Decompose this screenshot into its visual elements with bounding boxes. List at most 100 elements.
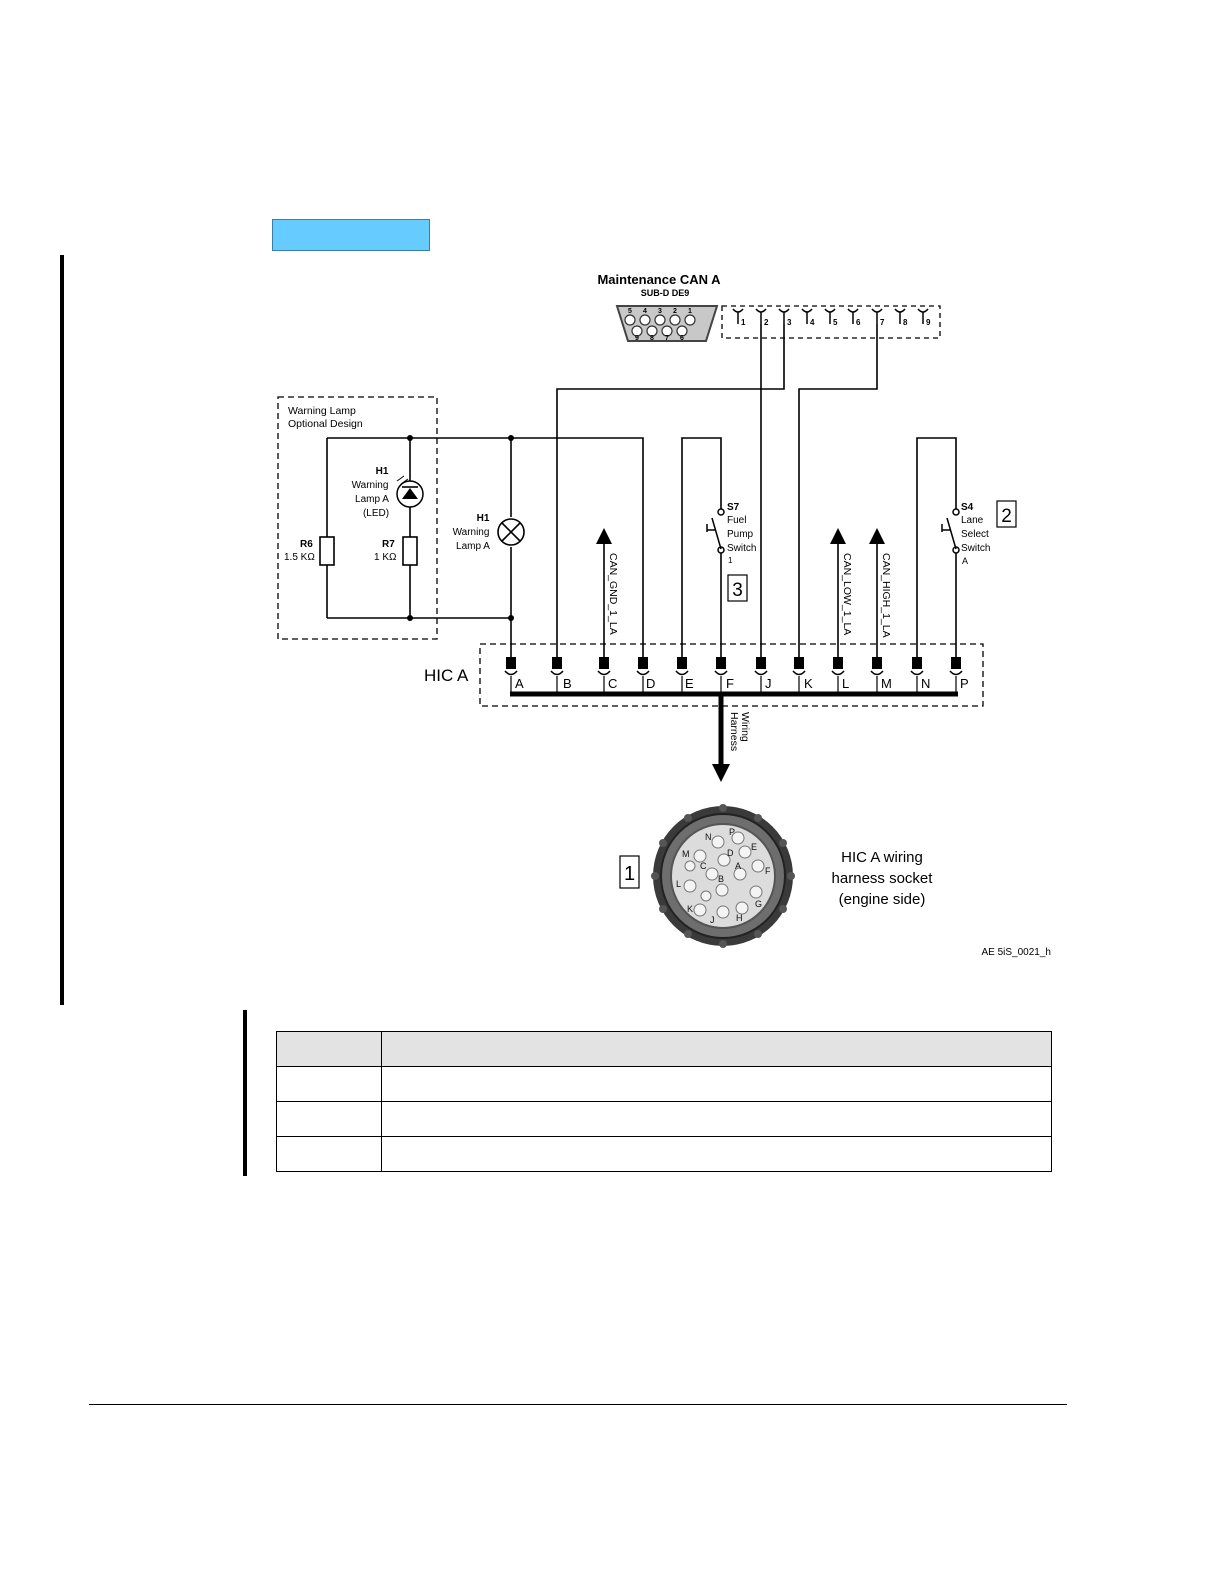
socket-pin-d: D <box>727 848 734 858</box>
sub-d-pin-3: 3 <box>658 308 662 315</box>
table-row <box>276 1136 1052 1172</box>
legend-table <box>276 1031 1052 1172</box>
legend-cell <box>381 1066 1052 1102</box>
sub-d-pin-6: 6 <box>680 335 684 342</box>
harness-label-line2: Harness <box>728 712 740 751</box>
de9-terminal-6: 6 <box>856 318 861 327</box>
socket-pin-p: P <box>729 827 735 837</box>
led-diode-icon <box>396 475 424 508</box>
hic-a-connector-box <box>479 643 984 707</box>
warning-lamp-box-title: Warning Lamp <box>288 405 356 417</box>
can-gnd-label: CAN_GND_1_LA <box>607 553 619 635</box>
socket-pin-l: L <box>676 879 681 889</box>
legend-cell <box>381 1136 1052 1172</box>
sub-d-pin-9: 9 <box>635 335 639 342</box>
s7-line2: Fuel <box>727 515 746 526</box>
socket-pin-k: K <box>687 904 693 914</box>
s4-line5: A <box>962 556 968 566</box>
de9-terminal-7: 7 <box>880 318 885 327</box>
hic-pin-k: K <box>804 676 813 691</box>
socket-pin-g: G <box>755 899 762 909</box>
sub-d-pin-4: 4 <box>643 308 647 315</box>
footer-rule <box>89 1404 1067 1405</box>
h1-led-line2: Warning <box>352 480 389 491</box>
socket-caption-line2: harness socket <box>832 870 934 887</box>
svg-text:1: 1 <box>624 863 635 885</box>
socket-caption-line3: (engine side) <box>839 891 926 908</box>
s7-line3: Pump <box>727 529 754 540</box>
s4-line2: Lane <box>961 515 984 526</box>
sub-d-pin-7: 7 <box>665 335 669 342</box>
sub-d-pin-1: 1 <box>688 308 692 315</box>
s7-line4: Switch <box>727 543 756 554</box>
svg-text:3: 3 <box>732 580 743 601</box>
r7-label: R7 <box>382 539 395 550</box>
hic-pin-e: E <box>685 676 694 691</box>
harness-label-line1: Wiring <box>739 712 751 742</box>
hic-socket-icon <box>651 804 795 948</box>
socket-pin-b: B <box>718 874 724 884</box>
highlight-tag <box>272 219 430 251</box>
hic-pin-f: F <box>726 676 734 691</box>
r6-resistor-icon <box>319 536 335 566</box>
legend-header-cell-2 <box>381 1031 1052 1067</box>
de9-terminal-4: 4 <box>810 318 815 327</box>
callout-3: 3 <box>727 574 748 602</box>
warning-lamp-box-subtitle: Optional Design <box>288 418 363 430</box>
socket-pin-j: J <box>710 915 715 925</box>
wiring-diagram: Maintenance CAN A SUB-D DE9 5 4 3 2 1 9 … <box>277 272 1051 958</box>
hic-pin-n: N <box>921 676 930 691</box>
de9-terminal-5: 5 <box>833 318 838 327</box>
hic-pin-j: J <box>765 676 772 691</box>
change-bar-table <box>243 1010 247 1176</box>
hic-pin-a: A <box>515 676 524 691</box>
socket-pin-n: N <box>705 832 712 842</box>
callout-1: 1 <box>619 855 640 889</box>
socket-caption-line1: HIC A wiring <box>841 849 923 866</box>
svg-text:2: 2 <box>1001 506 1012 527</box>
figure-id: AE 5iS_0021_h <box>981 947 1051 958</box>
de9-terminal-2: 2 <box>764 318 769 327</box>
hic-pin-l: L <box>842 676 849 691</box>
s4-switch-icon <box>941 508 960 554</box>
table-row <box>276 1066 1052 1102</box>
r6-value: 1.5 KΩ <box>284 552 315 563</box>
can-high-label: CAN_HIGH_1_LA <box>880 553 892 638</box>
r6-label: R6 <box>300 539 313 550</box>
hic-pin-b: B <box>563 676 572 691</box>
socket-pin-h: H <box>736 913 743 923</box>
legend-cell <box>276 1136 382 1172</box>
de9-terminal-3: 3 <box>787 318 792 327</box>
warning-lamp-icon <box>497 518 525 546</box>
socket-pin-c: C <box>700 861 707 871</box>
r7-value: 1 KΩ <box>374 552 397 563</box>
h1-lamp-line3: Lamp A <box>456 541 490 552</box>
can-low-label: CAN_LOW_1_LA <box>841 553 853 635</box>
h1-led-line4: (LED) <box>363 508 389 519</box>
hic-a-label: HIC A <box>424 666 469 685</box>
socket-pin-a: A <box>735 861 741 871</box>
legend-cell <box>276 1101 382 1137</box>
s7-line5: 1 <box>728 556 733 565</box>
s4-line3: Select <box>961 529 989 540</box>
de9-terminal-1: 1 <box>741 318 746 327</box>
harness-arrowhead <box>712 764 730 782</box>
legend-cell <box>276 1066 382 1102</box>
socket-pin-e: E <box>751 842 757 852</box>
h1-lamp-line2: Warning <box>453 527 490 538</box>
hic-pin-m: M <box>881 676 892 691</box>
h1-led-line3: Lamp A <box>355 494 389 505</box>
can-connector-subtitle: SUB-D DE9 <box>641 288 690 298</box>
hic-pin-p: P <box>960 676 969 691</box>
change-bar-diagram <box>60 255 64 1005</box>
r7-resistor-icon <box>402 536 418 566</box>
h1-lamp-label: H1 <box>477 513 490 524</box>
can-connector-title: Maintenance CAN A <box>597 272 721 287</box>
table-row <box>276 1101 1052 1137</box>
sub-d-pin-5: 5 <box>628 308 632 315</box>
legend-header-row <box>276 1031 1052 1067</box>
sub-d-pin-8: 8 <box>650 335 654 342</box>
hic-pin-c: C <box>608 676 617 691</box>
de9-terminal-8: 8 <box>903 318 908 327</box>
legend-header-cell-1 <box>276 1031 382 1067</box>
